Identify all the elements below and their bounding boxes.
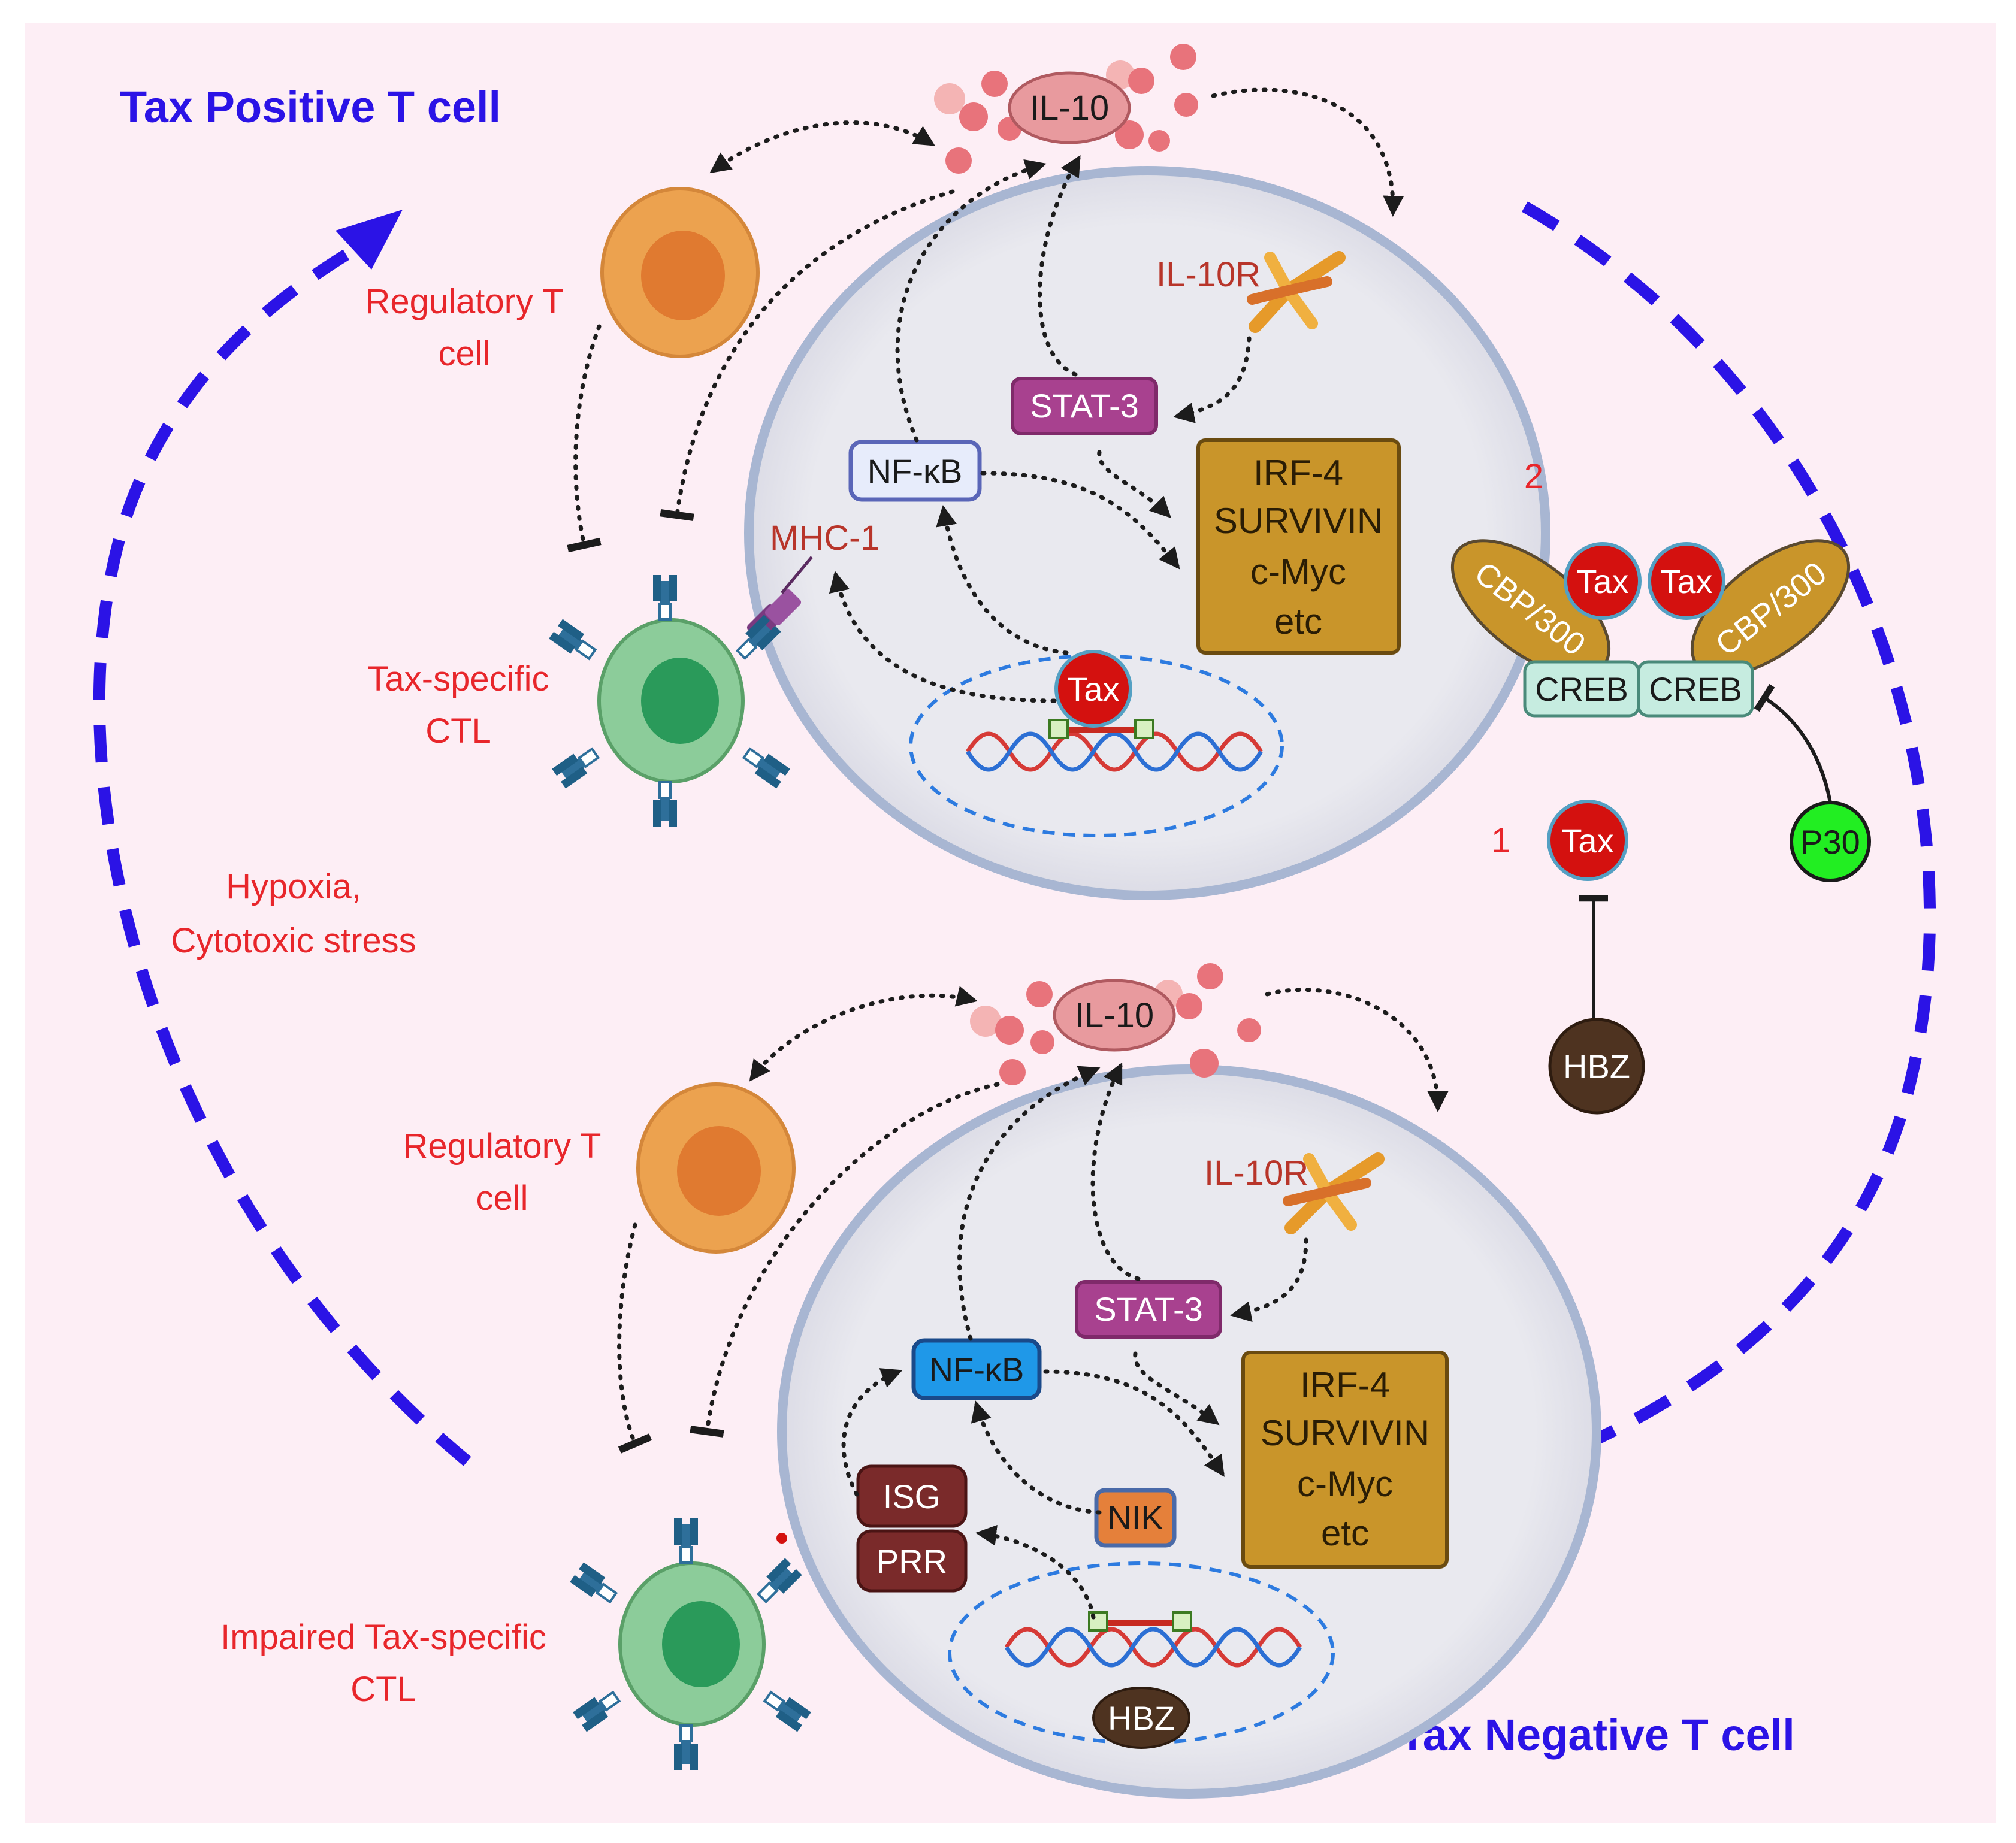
bottom-il10r-label: IL-10R — [1204, 1154, 1308, 1193]
bottom-stat3-label: STAT-3 — [1094, 1290, 1203, 1328]
top-ctl-label-line1: Tax-specific — [368, 659, 549, 698]
top-il10-label: IL-10 — [1030, 89, 1109, 128]
top-treg-label-line2: cell — [438, 334, 490, 373]
bottom-regulatory-t-cell — [636, 1082, 796, 1254]
bottom-gene-irf4: IRF-4 — [1300, 1365, 1390, 1405]
top-nfkb-label: NF-κB — [868, 452, 963, 490]
complex-tax-b-label: Tax — [1660, 562, 1712, 600]
top-nfkb-box — [848, 440, 982, 502]
bottom-dna-left-box — [1088, 1611, 1108, 1632]
top-mhc-label: MHC-1 — [770, 519, 880, 558]
top-gene-irf4: IRF-4 — [1253, 453, 1343, 493]
bottom-ctl-cell — [569, 1517, 812, 1771]
p30-inhibition-line — [1754, 683, 1832, 803]
top-gene-box — [1196, 438, 1401, 655]
bottom-prr-box — [856, 1529, 968, 1593]
bottom-nfkb-box — [911, 1338, 1042, 1400]
creb-b-label: CREB — [1649, 670, 1742, 708]
bottom-il10r-receptor — [1283, 1152, 1385, 1234]
top-gene-cmyc: c-Myc — [1250, 552, 1346, 592]
top-stat3-box — [1011, 377, 1158, 435]
complex-label-1: 1 — [1491, 821, 1510, 860]
top-tax-circle — [1054, 650, 1132, 728]
top-cell-membrane — [744, 166, 1550, 900]
single-tax-circle — [1547, 800, 1628, 881]
hbz-label: HBZ — [1563, 1048, 1630, 1085]
top-tax-label: Tax — [1067, 670, 1119, 708]
title-tax-positive: Tax Positive T cell — [120, 82, 501, 132]
bottom-isg-box — [856, 1464, 968, 1528]
bottom-ctl-label-line2: CTL — [350, 1670, 416, 1709]
single-tax-label: Tax — [1561, 822, 1613, 860]
cycle-arrow-right — [1522, 201, 1936, 1449]
complex-tax-a — [1564, 542, 1642, 620]
bottom-ctl-label-line1: Impaired Tax-specific — [220, 1618, 546, 1657]
top-dotted-arrows — [567, 87, 1404, 703]
bottom-il10-label: IL-10 — [1075, 996, 1154, 1035]
top-tax-positive-cell: Tax NF-κB STAT-3 IRF-4 SURVIVIN c-Myc et… — [744, 44, 1550, 900]
top-regulatory-t-cell — [600, 187, 760, 358]
bottom-gene-cmyc: c-Myc — [1297, 1464, 1393, 1504]
complex-tax-a-label: Tax — [1576, 562, 1628, 600]
top-ctl-cell — [548, 574, 791, 828]
bottom-il10-cluster — [970, 963, 1261, 1085]
complex-label-2: 2 — [1524, 457, 1543, 496]
top-dna-left-box — [1048, 719, 1069, 739]
top-gene-survivin: SURVIVIN — [1214, 501, 1383, 541]
bottom-prr-label: PRR — [876, 1542, 947, 1580]
bottom-nfkb-label: NF-κB — [929, 1351, 1024, 1388]
top-stat3-label: STAT-3 — [1030, 387, 1139, 425]
p30-label: P30 — [1800, 823, 1860, 861]
top-nucleus — [909, 654, 1284, 837]
bottom-dotted-arrows — [617, 986, 1449, 1620]
bottom-nucleus-hbz — [1092, 1687, 1190, 1749]
bottom-stat3-box — [1075, 1280, 1222, 1339]
creb-b-box — [1637, 660, 1754, 718]
bottom-dna-right-box — [1172, 1611, 1192, 1632]
bottom-dna-bar — [1096, 1620, 1180, 1626]
bottom-gene-etc: etc — [1321, 1513, 1369, 1553]
tax-creb-complex: 2 CBP/300 CBP/300 Tax Tax CREB CREB P30 … — [1450, 457, 1871, 1115]
top-il10r-label: IL-10R — [1156, 255, 1261, 294]
bottom-treg-label-line1: Regulatory T — [403, 1127, 602, 1166]
top-ctl-label-line2: CTL — [425, 712, 491, 750]
hbz-circle — [1548, 1018, 1645, 1115]
cycle-arrow-left — [93, 234, 471, 1466]
bottom-nik-box — [1094, 1488, 1177, 1548]
top-gene-etc: etc — [1274, 601, 1322, 641]
title-tax-negative: Tax Negative T cell — [1399, 1710, 1795, 1760]
cycle-arrow-left-head — [336, 210, 403, 270]
side-label-line1: Hypoxia, — [226, 867, 361, 906]
bottom-nik-label: NIK — [1107, 1499, 1163, 1536]
p30-circle — [1790, 801, 1871, 882]
top-dna-right-box — [1134, 719, 1154, 739]
bottom-nucleus-hbz-label: HBZ — [1108, 1699, 1175, 1737]
bottom-treg-label-line2: cell — [476, 1179, 528, 1218]
creb-a-label: CREB — [1535, 670, 1628, 708]
complex-tax-b — [1648, 542, 1725, 620]
top-il10r-receptor — [1247, 251, 1346, 333]
bottom-gene-survivin: SURVIVIN — [1261, 1413, 1429, 1453]
top-il10-cluster — [934, 44, 1198, 174]
top-treg-label-line1: Regulatory T — [365, 282, 564, 321]
top-dna-tax-bar — [1054, 727, 1138, 733]
side-label-line2: Cytotoxic stress — [171, 921, 416, 960]
bottom-isg-label: ISG — [883, 1478, 941, 1515]
bottom-gene-box — [1241, 1351, 1449, 1569]
